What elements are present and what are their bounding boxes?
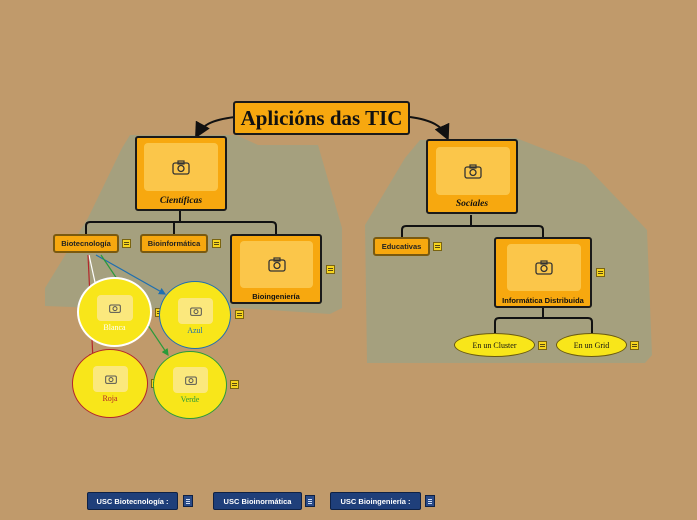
note-icon[interactable] — [212, 239, 221, 248]
subtopic-informatica-distribuida[interactable]: Informática Distribuida — [494, 237, 592, 308]
camera-icon — [267, 257, 286, 272]
note-icon[interactable] — [425, 495, 435, 507]
image-placeholder — [173, 367, 208, 393]
note-icon[interactable] — [433, 242, 442, 251]
image-placeholder — [436, 147, 510, 195]
topic-cientificas[interactable]: Científicas — [135, 136, 227, 211]
camera-icon — [172, 159, 190, 175]
node-roja[interactable]: Roja — [72, 349, 148, 418]
note-icon[interactable] — [235, 310, 244, 319]
image-placeholder — [93, 366, 128, 392]
central-topic[interactable]: Aplicións das TIC — [233, 101, 410, 135]
node-azul[interactable]: Azul — [159, 281, 231, 349]
node-label: Roja — [102, 394, 118, 403]
usc-biotecnologia-link[interactable]: USC Biotecnología : — [87, 492, 178, 510]
topic-label: Bioingeniería — [252, 292, 300, 301]
image-placeholder — [178, 298, 213, 324]
camera-icon — [535, 260, 553, 275]
image-placeholder — [240, 241, 313, 288]
topic-label: Sociales — [455, 199, 489, 209]
camera-icon — [464, 163, 482, 179]
note-icon[interactable] — [630, 341, 639, 350]
node-en-un-cluster[interactable]: En un Cluster — [454, 333, 535, 357]
subtopic-bioinformatica[interactable]: Bioinformática — [140, 234, 208, 253]
image-placeholder — [507, 244, 581, 291]
node-en-un-grid[interactable]: En un Grid — [556, 333, 627, 357]
note-icon[interactable] — [122, 239, 131, 248]
note-icon[interactable] — [538, 341, 547, 350]
camera-icon — [109, 304, 121, 313]
camera-icon — [104, 375, 117, 384]
subtopic-educativas[interactable]: Educativas — [373, 237, 430, 256]
subtopic-bioingenieria[interactable]: Bioingeniería — [230, 234, 322, 304]
topic-label: Científicas — [159, 196, 203, 206]
subtopic-biotecnologia[interactable]: Biotecnología — [53, 234, 119, 253]
image-placeholder — [144, 143, 218, 191]
note-icon[interactable] — [596, 268, 605, 277]
image-placeholder — [97, 295, 133, 321]
node-blanca[interactable]: Blanca — [77, 277, 152, 347]
topic-sociales[interactable]: Sociales — [426, 139, 518, 214]
usc-bioingenieria-link[interactable]: USC Bioingeniería : — [330, 492, 421, 510]
note-icon[interactable] — [326, 265, 335, 274]
note-icon[interactable] — [230, 380, 239, 389]
camera-icon — [189, 307, 202, 316]
note-icon[interactable] — [305, 495, 315, 507]
camera-icon — [184, 376, 197, 385]
usc-bioinformatica-link[interactable]: USC Bioinormática — [213, 492, 302, 510]
note-icon[interactable] — [183, 495, 193, 507]
node-label: Verde — [180, 395, 200, 404]
node-label: Blanca — [103, 323, 126, 332]
topic-label: Informática Distribuida — [502, 296, 584, 305]
node-verde[interactable]: Verde — [153, 351, 227, 419]
node-label: Azul — [187, 326, 203, 335]
